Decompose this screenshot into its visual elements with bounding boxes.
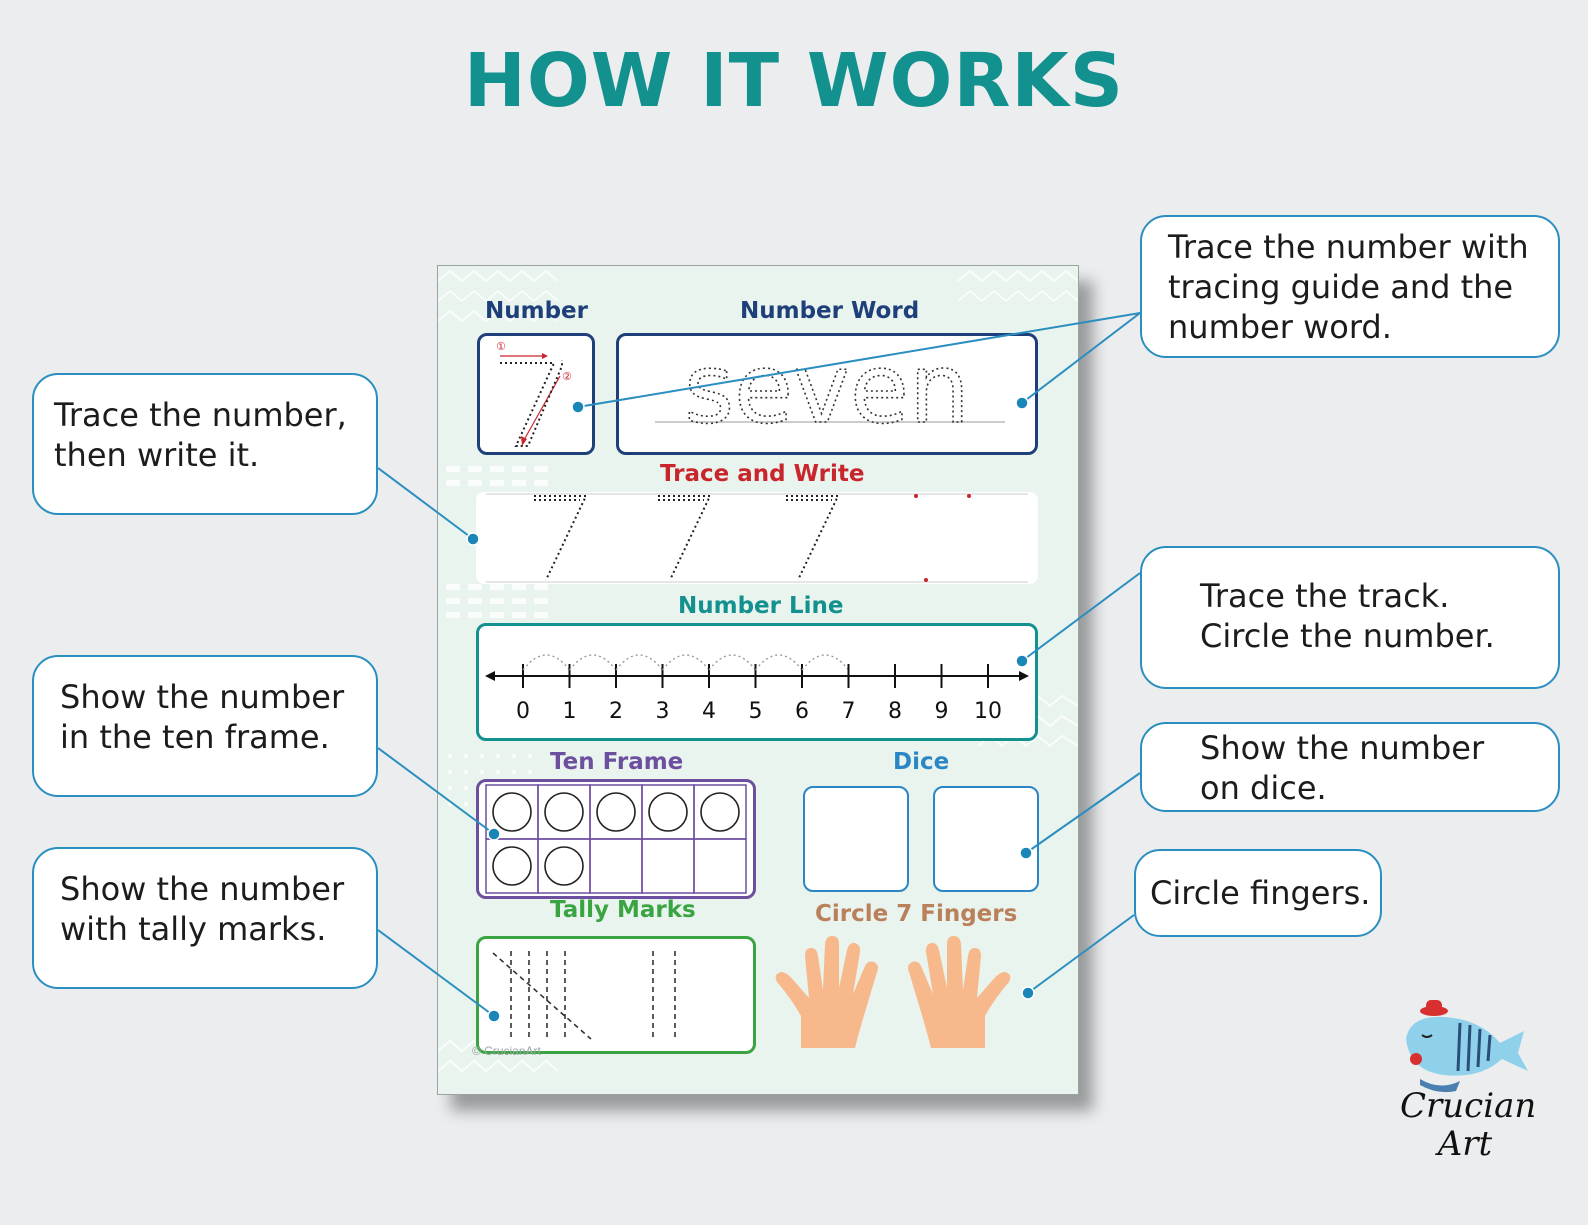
jump-arc	[568, 654, 617, 671]
number-word-box[interactable]: seven	[616, 332, 1038, 455]
ten-frame-grid	[485, 784, 747, 894]
callout-dice: Show the number on dice.	[1140, 722, 1560, 812]
number-label: Number	[485, 298, 588, 324]
jump-arc	[661, 654, 710, 671]
number-line-tick-label[interactable]: 9	[935, 699, 949, 724]
jump-arc	[754, 654, 803, 671]
fingers-label: Circle 7 Fingers	[815, 901, 1018, 927]
number-box[interactable]: ① ②	[477, 333, 595, 455]
ten-frame-box[interactable]	[476, 779, 756, 899]
callout-tally: Show the number with tally marks.	[32, 847, 378, 989]
number-line-label: Number Line	[678, 593, 844, 619]
number-line-box[interactable]: 0 1 2 3 4 5 6 7 8 9 10	[476, 623, 1038, 741]
svg-text:②: ②	[562, 370, 572, 383]
ten-frame-cell[interactable]	[641, 838, 695, 894]
callout-number-word: Trace the number with tracing guide and …	[1140, 215, 1560, 358]
number-line-tick-label[interactable]: 5	[749, 699, 763, 724]
ten-frame-counter	[492, 846, 532, 886]
number-line-tick-label[interactable]: 6	[795, 699, 809, 724]
page-title: HOW IT WORKS	[463, 38, 1125, 124]
jump-arc	[522, 654, 571, 671]
trace-write-label: Trace and Write	[660, 461, 865, 487]
ten-frame-label: Ten Frame	[550, 749, 684, 775]
dice-box-1[interactable]	[803, 786, 909, 892]
ten-frame-counter	[700, 792, 740, 832]
hands-icon	[775, 936, 1011, 1048]
fish-mascot-icon	[1406, 1000, 1528, 1093]
ten-frame-counter	[648, 792, 688, 832]
trace-sevens	[486, 493, 1028, 583]
logo-text: Crucian Art	[1400, 1086, 1537, 1164]
number-line-tick-label[interactable]: 1	[563, 699, 577, 724]
number-line-tick-label[interactable]: 2	[609, 699, 623, 724]
crucianart-logo: Crucian Art	[1400, 995, 1540, 1195]
dice-label: Dice	[893, 749, 950, 775]
number-line-tick-label[interactable]: 7	[842, 699, 856, 724]
ten-frame-counter	[492, 792, 532, 832]
logo-word-1: Crucian	[1400, 1086, 1537, 1126]
callout-trace-write: Trace the number, then write it.	[32, 373, 378, 515]
callout-track: Trace the track. Circle the number.	[1140, 546, 1560, 689]
jump-arc	[708, 654, 757, 671]
tally-marks-graphic	[492, 951, 676, 1040]
number-word-tracing: seven	[655, 332, 1005, 446]
number-line-tick-label[interactable]: 3	[656, 699, 670, 724]
tally-label: Tally Marks	[550, 897, 696, 923]
number-line-tick-label[interactable]: 8	[888, 699, 902, 724]
ten-frame-cell[interactable]	[589, 838, 643, 894]
number-line-graphic: 0 1 2 3 4 5 6 7 8 9 10	[485, 654, 1029, 724]
ten-frame-counter	[544, 846, 584, 886]
number-line-tick-label[interactable]: 4	[702, 699, 716, 724]
ten-frame-counter	[596, 792, 636, 832]
number-line-tick-label[interactable]: 0	[516, 699, 530, 724]
jump-arc	[801, 654, 850, 671]
ten-frame-cell[interactable]	[693, 838, 747, 894]
callout-ten-frame: Show the number in the ten frame.	[32, 655, 378, 797]
number-line-tick-label[interactable]: 10	[974, 699, 1002, 724]
ten-frame-counter	[544, 792, 584, 832]
logo-word-2: Art	[1437, 1124, 1493, 1164]
worksheet-preview: Number ① ② Number Word seven Trace and W…	[437, 265, 1079, 1095]
copyright: © CrucianArt	[472, 1044, 541, 1058]
dice-box-2[interactable]	[933, 786, 1039, 892]
number-word-label: Number Word	[740, 298, 920, 324]
trace-write-box[interactable]	[476, 492, 1038, 584]
jump-arc	[615, 654, 664, 671]
number-word-value: seven	[684, 336, 970, 445]
svg-text:①: ①	[496, 340, 506, 353]
tally-box[interactable]	[476, 936, 756, 1054]
traced-seven-icon: ① ②	[496, 340, 572, 447]
callout-fingers: Circle fingers.	[1134, 849, 1382, 937]
